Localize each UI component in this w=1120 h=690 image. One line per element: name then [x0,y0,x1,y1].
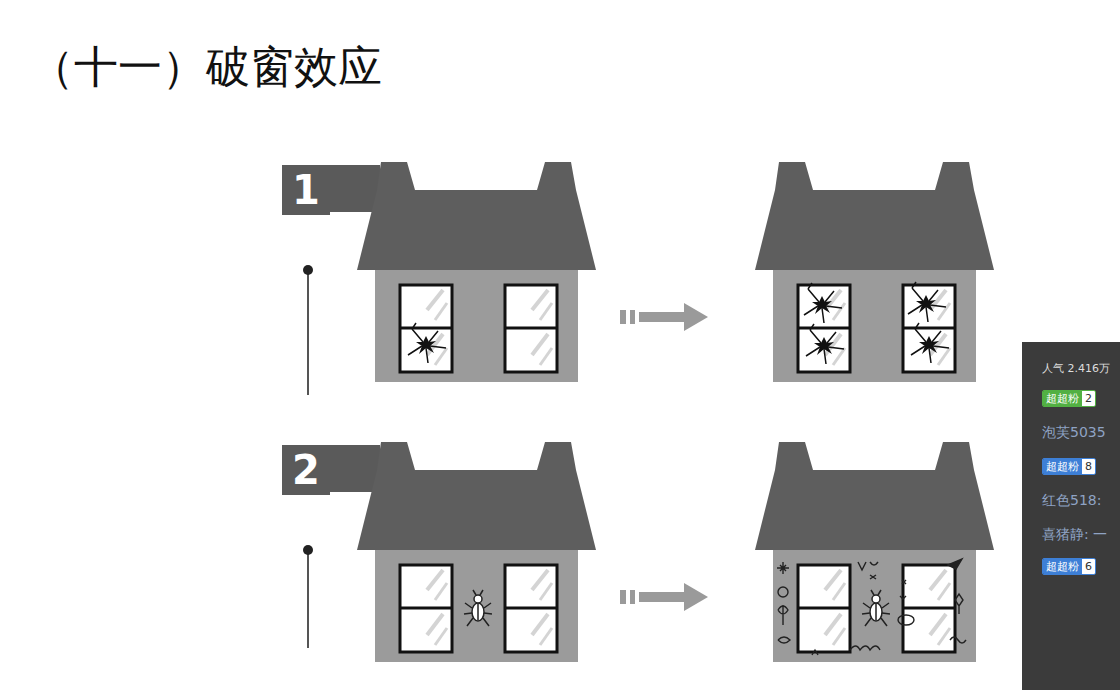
window-crack [806,324,844,364]
badge-level: 6 [1082,559,1095,574]
graffiti [777,559,966,655]
step-number-tab: 2 [282,445,330,495]
house [357,442,596,662]
step-number-tab: 1 [282,165,330,215]
chat-panel [1022,342,1120,690]
fan-badge: 超超粉2 [1042,390,1096,407]
timeline-dot [303,545,313,555]
window-crack [911,323,949,363]
window-crack [408,323,446,363]
badge-name: 超超粉 [1043,459,1082,474]
bug-drawing [862,590,890,626]
badge-name: 超超粉 [1043,391,1082,406]
step-number: 2 [292,450,320,490]
timeline [307,550,309,648]
window-crack [804,283,842,323]
arrow [620,303,708,331]
step-number: 1 [292,170,320,210]
chat-user: 喜猪静: 一 [1042,526,1107,544]
fan-badge: 超超粉8 [1042,458,1096,475]
title: （十一）破窗效应 [30,38,382,97]
popularity-count: 人气 2.416万 [1042,361,1110,376]
house [357,162,596,382]
label-band [282,445,380,492]
badge-name: 超超粉 [1043,559,1082,574]
timeline-dot [303,265,313,275]
label-band [282,165,380,212]
arrow [620,583,708,611]
bug-drawing [464,590,492,626]
badge-level: 8 [1082,459,1095,474]
timeline [307,270,309,395]
window-crack [908,282,946,322]
fan-badge: 超超粉6 [1042,558,1096,575]
chat-user: 泡芙5035 [1042,424,1106,442]
badge-level: 2 [1082,391,1095,406]
chat-user: 红色518: [1042,492,1101,510]
house [755,162,994,382]
house [755,442,994,662]
